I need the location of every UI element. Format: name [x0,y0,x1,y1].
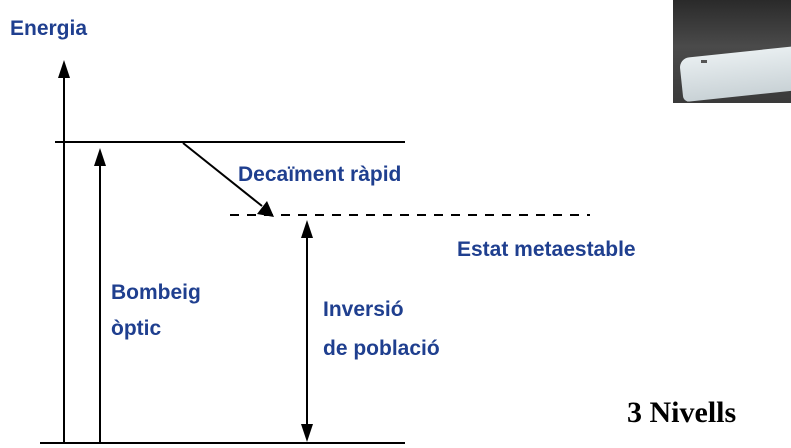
metastable-state-label: Estat metaestable [457,238,636,261]
energy-axis-label: Energia [10,17,88,40]
inversion-label-line1: Inversió [323,298,404,321]
pumping-label-line1: Bombeig [111,281,201,304]
decay-arrowhead [257,201,274,217]
inversion-arrowhead-bottom [301,424,313,442]
diagram-title: 3 Nivells [627,396,737,429]
pumping-label-line2: òptic [111,317,162,340]
video-still-image [673,0,791,103]
pumping-arrowhead [94,148,106,166]
decay-label: Decaïment ràpid [238,163,402,186]
device-detail [701,60,707,63]
energy-axis-arrowhead [58,60,70,78]
inversion-label-line2: de població [323,337,440,360]
inversion-arrowhead-top [301,220,313,238]
device-shape [679,45,791,103]
decay-arrow [182,142,263,207]
